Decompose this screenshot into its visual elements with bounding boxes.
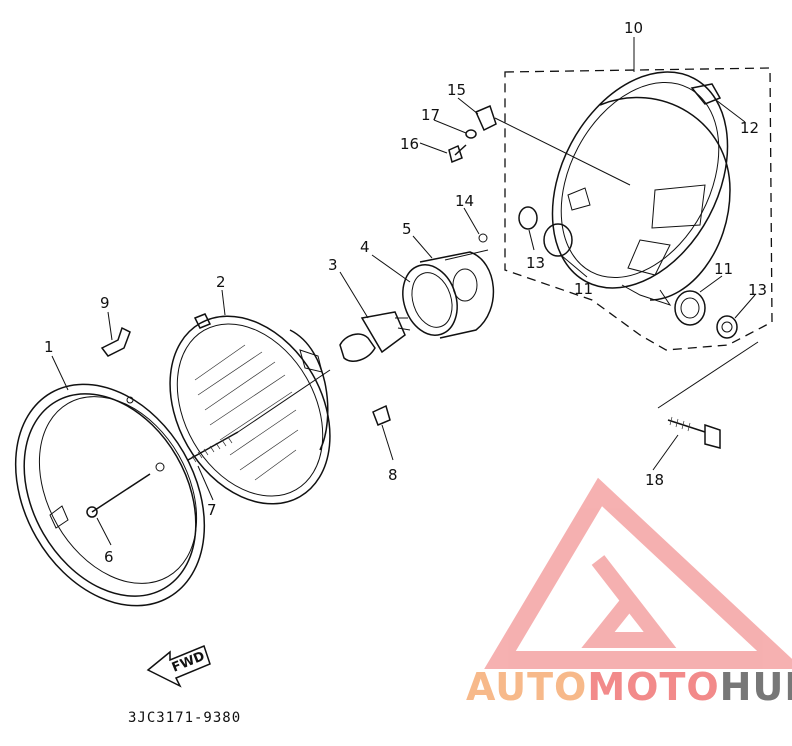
- callout-4: 4: [360, 238, 370, 256]
- callout-13a: 13: [526, 254, 545, 272]
- headlight-bulb: [339, 311, 411, 362]
- adjusting-screws: [86, 369, 721, 518]
- callout-1: 1: [44, 338, 54, 356]
- logo-inner-mark: [581, 555, 677, 648]
- watermark-text: AUTOMOTOHUB: [466, 665, 792, 709]
- callout-16: 16: [400, 135, 419, 153]
- forward-arrow: FWD: [146, 645, 211, 688]
- callout-5: 5: [402, 220, 412, 238]
- callout-10: 10: [624, 19, 643, 37]
- logo-triangle: [484, 477, 792, 669]
- callout-8: 8: [388, 466, 398, 484]
- automotohub-logo: [484, 477, 792, 669]
- callout-18: 18: [645, 471, 664, 489]
- callout-2: 2: [216, 273, 226, 291]
- callout-7: 7: [207, 501, 217, 519]
- callout-11b: 11: [714, 260, 733, 278]
- callout-11a: 11: [574, 280, 593, 298]
- mounting-grommets: [518, 206, 738, 339]
- callout-labels: 1 2 3 4 5 6 7 8 9 10 11 11 12 13 13 14 1…: [44, 19, 767, 566]
- callout-9: 9: [100, 294, 110, 312]
- group-boundary: [504, 67, 773, 351]
- callout-12: 12: [740, 119, 759, 137]
- callout-17: 17: [421, 106, 440, 124]
- part-code: 3JC3171-9380: [128, 710, 241, 726]
- callout-6: 6: [104, 548, 114, 566]
- small-fasteners: [100, 104, 497, 426]
- callout-15: 15: [447, 81, 466, 99]
- callout-3: 3: [328, 256, 338, 274]
- leader-lines: [51, 37, 759, 546]
- bulb-socket: [402, 249, 495, 339]
- callout-13b: 13: [748, 281, 767, 299]
- headlight-housing: [494, 67, 773, 351]
- callout-14: 14: [455, 192, 474, 210]
- headlight-rim: [14, 383, 206, 607]
- lens-unit: [169, 313, 331, 505]
- watermark-auto: AUTO: [466, 665, 587, 709]
- watermark-moto: MOTO: [587, 665, 719, 709]
- watermark-hub: HUB: [720, 665, 792, 709]
